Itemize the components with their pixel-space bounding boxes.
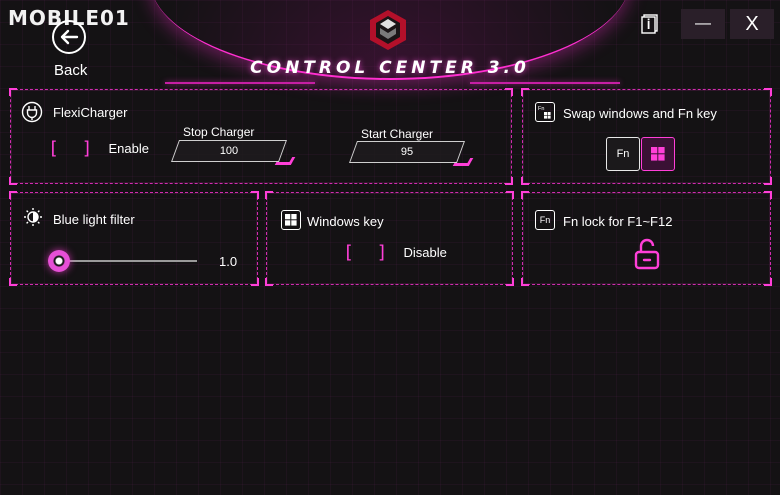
app-logo-icon: [366, 8, 410, 52]
enable-label: Enable: [108, 141, 149, 156]
fn-icon-label: Fn: [539, 215, 551, 225]
disable-label: Disable: [403, 245, 447, 260]
fn-lock-panel: Fn Fn lock for F1~F12: [521, 191, 772, 286]
blue-light-filter-panel: Blue light filter 1.0: [9, 191, 259, 286]
swap-windows-fn-title: Swap windows and Fn key: [563, 106, 717, 121]
close-icon: X: [745, 12, 759, 35]
blue-light-slider-track[interactable]: [57, 260, 197, 262]
blue-light-value: 1.0: [219, 254, 238, 269]
fn-key-label: Fn: [616, 148, 630, 160]
info-icon: [641, 14, 658, 34]
start-charger-label: Start Charger: [361, 127, 434, 141]
header-accent-line-left: [165, 82, 315, 84]
windows-icon: [651, 147, 665, 161]
start-charger-input[interactable]: 95: [348, 141, 474, 166]
swap-keys-icon: Fn: [535, 102, 555, 122]
arrow-left-icon: [52, 20, 86, 54]
checkbox-bracket: [ ]: [343, 242, 394, 263]
header-accent-line-right: [470, 82, 620, 84]
charger-plug-icon: [21, 101, 43, 123]
fn-key-button[interactable]: Fn: [606, 137, 640, 171]
windows-key-icon: [281, 210, 301, 230]
unlock-icon[interactable]: [633, 237, 661, 271]
swap-windows-fn-panel: Fn Swap windows and Fn key Fn: [521, 88, 772, 185]
stop-charger-label: Stop Charger: [183, 125, 255, 139]
fn-lock-title: Fn lock for F1~F12: [563, 214, 673, 229]
windows-key-button[interactable]: [641, 137, 675, 171]
back-button[interactable]: Back: [52, 20, 92, 80]
close-button[interactable]: X: [730, 9, 774, 39]
blue-light-filter-title: Blue light filter: [53, 212, 135, 227]
flexicharger-enable-checkbox[interactable]: [ ] Enable: [48, 138, 149, 159]
windows-key-panel: Windows key [ ] Disable: [265, 191, 514, 286]
blue-light-icon: [23, 207, 43, 227]
fn-key-icon: Fn: [535, 210, 555, 230]
minimize-button[interactable]: —: [681, 9, 725, 39]
flexicharger-panel: FlexiCharger [ ] Enable Stop Charger 100…: [9, 88, 513, 185]
stop-charger-value: 100: [219, 145, 239, 157]
app-title: CONTROL CENTER 3.0: [250, 58, 530, 78]
back-label: Back: [54, 62, 88, 79]
svg-text:Fn: Fn: [538, 106, 544, 112]
windows-key-title: Windows key: [307, 214, 384, 229]
flexicharger-title: FlexiCharger: [53, 105, 128, 120]
start-charger-value: 95: [400, 146, 414, 158]
windows-key-disable-checkbox[interactable]: [ ] Disable: [343, 242, 447, 263]
title-bar: MOBILE01 Back CONTROL CENTER 3.0 — X: [0, 0, 780, 86]
minimize-icon: —: [695, 15, 711, 32]
blue-light-slider-handle[interactable]: [48, 250, 70, 272]
checkbox-bracket: [ ]: [48, 138, 99, 159]
stop-charger-input[interactable]: 100: [170, 140, 296, 165]
info-button[interactable]: [628, 9, 672, 39]
